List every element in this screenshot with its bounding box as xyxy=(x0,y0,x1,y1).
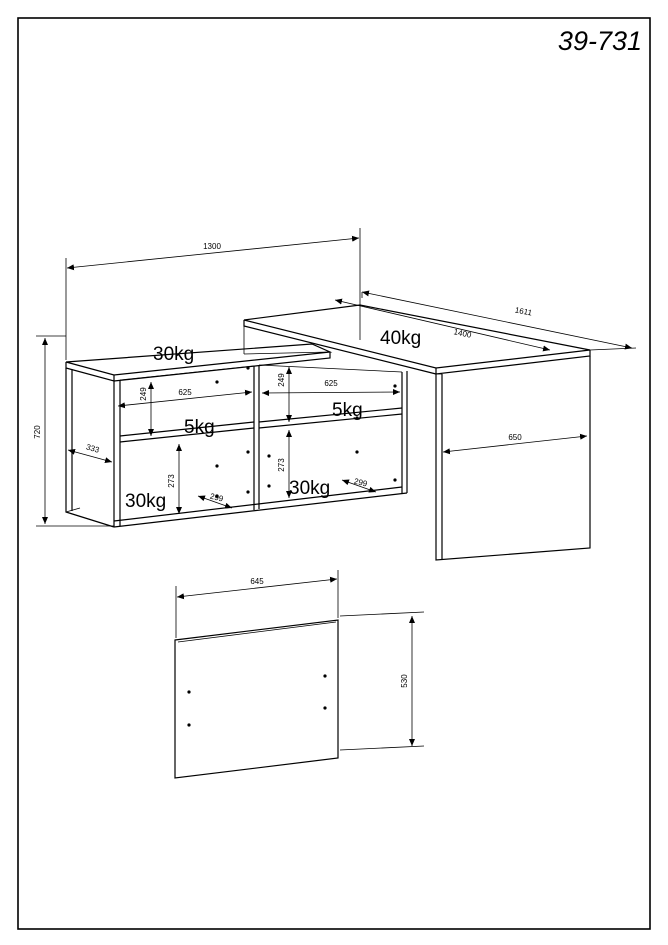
desk-dimensions: 1300 1611 1400 650 720 333 625 625 249 2… xyxy=(33,228,637,527)
load-bottom-left: 30kg xyxy=(125,491,166,512)
desk-drawing xyxy=(65,304,591,561)
dim-desk-width: 1300 xyxy=(203,242,221,251)
load-labels: 30kg 40kg 5kg 5kg 30kg 30kg xyxy=(125,328,421,512)
load-top-desk: 30kg xyxy=(153,344,194,365)
dim-return-top: 1400 xyxy=(453,327,473,340)
dim-return-depth: 650 xyxy=(508,433,522,442)
page-border xyxy=(17,17,651,930)
back-panel-dimensions: 645 530 xyxy=(175,570,425,751)
dim-bottom-shelf-left: 273 xyxy=(167,474,176,488)
load-bottom-right: 30kg xyxy=(289,478,330,499)
load-shelf-right: 5kg xyxy=(332,400,363,421)
dim-height: 720 xyxy=(33,425,42,439)
dim-bottom-shelf-right: 273 xyxy=(277,458,286,472)
product-code: 39-731 xyxy=(558,26,642,56)
dim-bottom-depth-left: 299 xyxy=(209,492,225,504)
dim-depth: 333 xyxy=(85,442,101,454)
dim-return-length: 1611 xyxy=(514,305,533,317)
dim-shelf-width-right: 625 xyxy=(324,379,338,388)
dim-bottom-depth-right: 299 xyxy=(353,477,369,489)
dim-panel-width: 645 xyxy=(250,577,264,586)
load-return-top: 40kg xyxy=(380,328,421,349)
dim-top-shelf-right: 249 xyxy=(277,373,286,387)
back-panel-drawing xyxy=(174,619,339,779)
dim-top-shelf-left: 249 xyxy=(139,387,148,401)
dim-panel-height: 530 xyxy=(400,674,409,688)
load-shelf-left: 5kg xyxy=(184,417,215,438)
dim-shelf-width-left: 625 xyxy=(178,388,192,397)
